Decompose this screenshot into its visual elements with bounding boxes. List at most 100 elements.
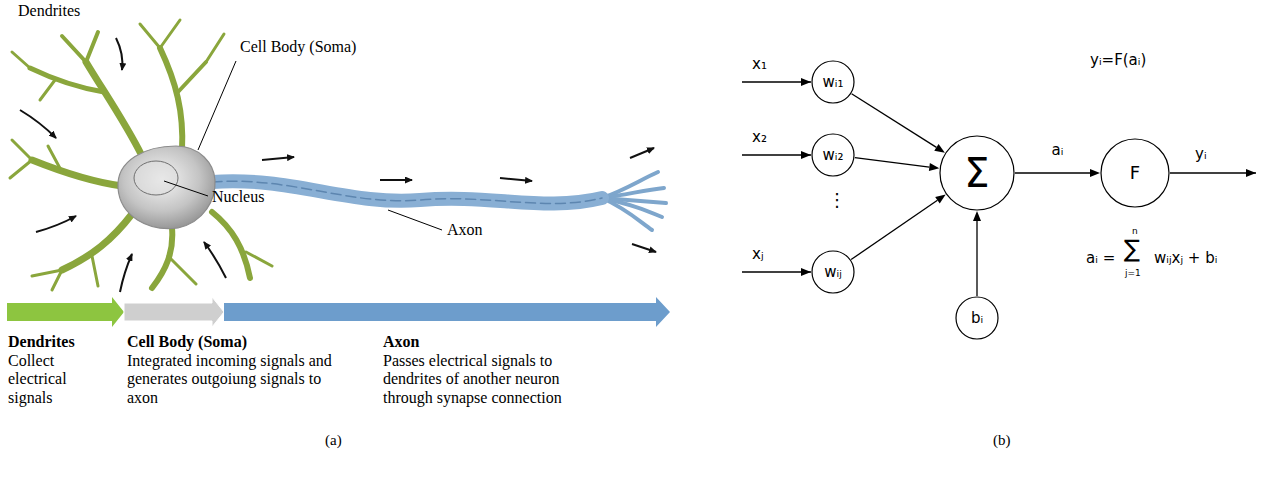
- signal-arrows: [20, 38, 656, 292]
- input-label: xⱼ: [752, 246, 764, 263]
- node-text-stack: wᵢ₁: [823, 75, 844, 90]
- arrowhead: [973, 211, 981, 221]
- connector-line: [1015, 172, 1090, 173]
- dendrite: [212, 212, 250, 278]
- node-text-stack: F: [1130, 164, 1140, 182]
- signal-arrow: [500, 178, 532, 181]
- cell-body: [118, 146, 215, 229]
- edge-label: aᵢ: [1052, 142, 1064, 159]
- node-content: wᵢⱼ: [811, 250, 855, 294]
- signal-wires: [742, 82, 1256, 272]
- arrowhead: [934, 144, 945, 153]
- panel-label: (b): [993, 432, 1011, 449]
- part-label: Axon: [447, 221, 483, 239]
- arrowhead: [929, 163, 939, 171]
- dendrite: [160, 20, 180, 48]
- sum-lower-limit: j=1: [1125, 268, 1141, 278]
- weight-circle: wᵢ₂: [811, 133, 855, 177]
- dendrite: [140, 24, 160, 48]
- output-arrow: [1170, 172, 1256, 173]
- node-text: wᵢ₂: [823, 148, 844, 163]
- node-text-stack: wᵢⱼ: [824, 265, 842, 280]
- stage-heading: Dendrites: [8, 333, 75, 351]
- leader-line: [198, 61, 236, 150]
- soma-stage-arrow: [124, 297, 224, 327]
- node-text-stack: bᵢ: [971, 311, 983, 326]
- dendrite: [32, 160, 122, 186]
- activation-formula: yᵢ=F(aᵢ): [1090, 52, 1146, 69]
- node-text: Σ: [964, 153, 989, 193]
- dendrite: [30, 68, 104, 92]
- dendrite: [40, 80, 55, 100]
- node-content: Σ: [939, 135, 1015, 211]
- arrowhead: [1090, 169, 1100, 177]
- output-label: yᵢ: [1195, 146, 1207, 163]
- dendrite-branches: [10, 20, 272, 290]
- connector-line: [855, 158, 930, 167]
- signal-arrow: [380, 179, 412, 181]
- signal-arrow: [120, 254, 132, 292]
- signal-arrow: [262, 157, 294, 160]
- node-content: wᵢ₂: [811, 133, 855, 177]
- arrowhead: [935, 195, 946, 204]
- axon-terminal: [602, 198, 652, 230]
- dendrite: [12, 140, 32, 160]
- circle-shape: [812, 134, 854, 176]
- circle-shape: [940, 136, 1014, 210]
- signal-arrow: [36, 216, 76, 232]
- stage-description: Collect electrical signals: [8, 352, 103, 407]
- activation-circle: F: [1100, 138, 1170, 208]
- weight-circle: wᵢ₁: [811, 60, 855, 104]
- node-text-stack: wᵢ₂: [823, 148, 844, 163]
- dendrite: [178, 62, 206, 92]
- ellipsis: ⋮: [828, 190, 846, 211]
- node-content: bᵢ: [955, 296, 999, 340]
- axon-body: [212, 181, 602, 203]
- sum-symbol: ∑: [1124, 236, 1140, 264]
- dendrite: [62, 214, 132, 270]
- input-arrow: [742, 81, 811, 82]
- signal-arrow: [116, 38, 122, 70]
- axon-stage-arrow: [224, 297, 670, 327]
- input-arrow: [742, 154, 811, 155]
- signal-arrow: [20, 110, 56, 138]
- input-label: x₂: [752, 129, 767, 146]
- stage-heading: Axon: [383, 333, 419, 351]
- leader-lines: [164, 61, 442, 230]
- panel-label: (a): [325, 432, 342, 449]
- part-label: Cell Body (Soma): [240, 38, 356, 56]
- node-text: wᵢ₁: [823, 75, 844, 90]
- dendrite: [168, 256, 196, 284]
- connector: [1015, 169, 1100, 177]
- node-text: wᵢⱼ: [824, 265, 842, 280]
- stage-description: Integrated incoming signals and generate…: [127, 352, 332, 407]
- dendrite: [52, 270, 62, 290]
- node-text: bᵢ: [971, 311, 983, 326]
- dendrite: [48, 146, 62, 172]
- stage-description: Passes electrical signals to dendrites o…: [383, 352, 583, 407]
- circle-shape: [956, 297, 998, 339]
- axon: [212, 172, 666, 230]
- connector: [851, 195, 946, 260]
- dendrite: [12, 52, 30, 68]
- connector: [855, 158, 939, 171]
- dendrite: [92, 256, 98, 286]
- connector-line: [851, 200, 937, 259]
- node-content: F: [1100, 138, 1170, 208]
- connector-line: [976, 221, 977, 296]
- connector: [852, 94, 945, 153]
- circle-shape: [1101, 139, 1169, 207]
- part-label: Nucleus: [212, 188, 264, 206]
- nucleus: [134, 161, 178, 195]
- stage-heading: Cell Body (Soma): [127, 333, 247, 351]
- leader-line: [388, 210, 442, 230]
- dendrite: [246, 252, 272, 266]
- summation-circle: Σ: [939, 135, 1015, 211]
- dendrite: [62, 36, 86, 62]
- connector: [973, 211, 981, 296]
- dendrite: [10, 160, 32, 178]
- leader-line: [164, 181, 208, 196]
- dendrite: [86, 32, 98, 62]
